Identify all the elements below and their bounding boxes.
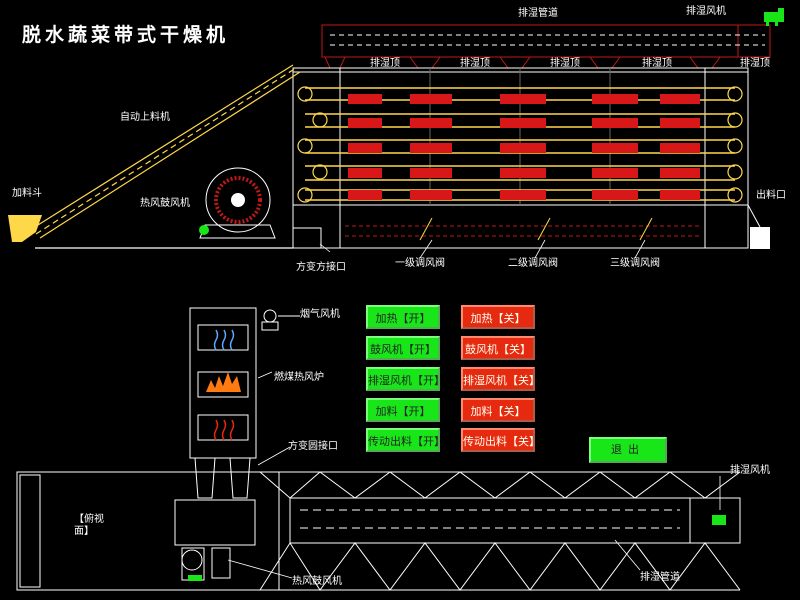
label-exhaust-duct-bottom: 排湿管道 (640, 572, 680, 583)
label-damper-2: 二级调风阀 (508, 258, 558, 269)
furnace-tower (189, 307, 300, 499)
exhaust-fan-on-button[interactable]: 排湿风机【开】 (366, 367, 445, 391)
dryer-body (292, 67, 749, 249)
discharge-off-button[interactable]: 传动出料【关】 (461, 428, 540, 452)
feed-hopper (8, 215, 42, 242)
discharge-line (747, 204, 761, 228)
feed-off-button[interactable]: 加料【关】 (461, 398, 535, 422)
label-exhaust-fan-top: 排湿风机 (686, 6, 726, 17)
heat-off-button[interactable]: 加热【关】 (461, 305, 535, 329)
top-exhaust-duct (321, 24, 771, 58)
label-flue-fan: 烟气风机 (300, 309, 340, 320)
discharge-on-button[interactable]: 传动出料【开】 (366, 428, 445, 452)
label-exhaust-top-3: 排湿顶 (550, 58, 580, 69)
lower-heating-zone (345, 217, 700, 241)
label-coal-furnace: 燃煤热风炉 (274, 372, 324, 383)
label-damper-3: 三级调风阀 (610, 258, 660, 269)
label-damper-1: 一级调风阀 (395, 258, 445, 269)
blower-off-button[interactable]: 鼓风机【关】 (461, 336, 535, 360)
top-exhaust-fan-icon (764, 8, 784, 26)
label-square-connector: 方变方接口 (296, 262, 346, 273)
inclined-feeder (29, 64, 301, 249)
label-feed-hopper: 加料斗 (12, 188, 42, 199)
leader-lines-top (319, 239, 646, 259)
feed-on-button[interactable]: 加料【开】 (366, 398, 440, 422)
hot-air-blower-top (199, 167, 322, 249)
top-view-body (16, 471, 741, 591)
rollers (297, 86, 743, 203)
exhaust-fan-off-button[interactable]: 排湿风机【关】 (461, 367, 540, 391)
label-exhaust-top-1: 排湿顶 (370, 58, 400, 69)
label-discharge: 出料口 (756, 190, 786, 201)
heat-on-button[interactable]: 加热【开】 (366, 305, 440, 329)
label-exhaust-top-2: 排湿顶 (460, 58, 490, 69)
label-exhaust-fan-bottom: 排湿风机 (730, 465, 770, 476)
label-hot-air-blower-bottom: 热风鼓风机 (292, 576, 342, 587)
discharge-box (750, 227, 770, 249)
leader-lines-bottom (227, 371, 721, 579)
blower-on-button[interactable]: 鼓风机【开】 (366, 336, 440, 360)
heater-blocks (348, 94, 700, 200)
label-top-view: 【俯视面】 (74, 514, 104, 537)
label-round-connector: 方变圆接口 (288, 441, 338, 452)
label-exhaust-top-5: 排湿顶 (740, 58, 770, 69)
exit-button[interactable]: 退出 (589, 437, 667, 463)
label-exhaust-duct-top: 排湿管道 (518, 8, 558, 19)
page-title: 脱水蔬菜带式干燥机 (22, 24, 230, 46)
label-auto-feeder: 自动上料机 (120, 112, 170, 123)
label-exhaust-top-4: 排湿顶 (642, 58, 672, 69)
label-hot-air-blower-top: 热风鼓风机 (140, 198, 190, 209)
